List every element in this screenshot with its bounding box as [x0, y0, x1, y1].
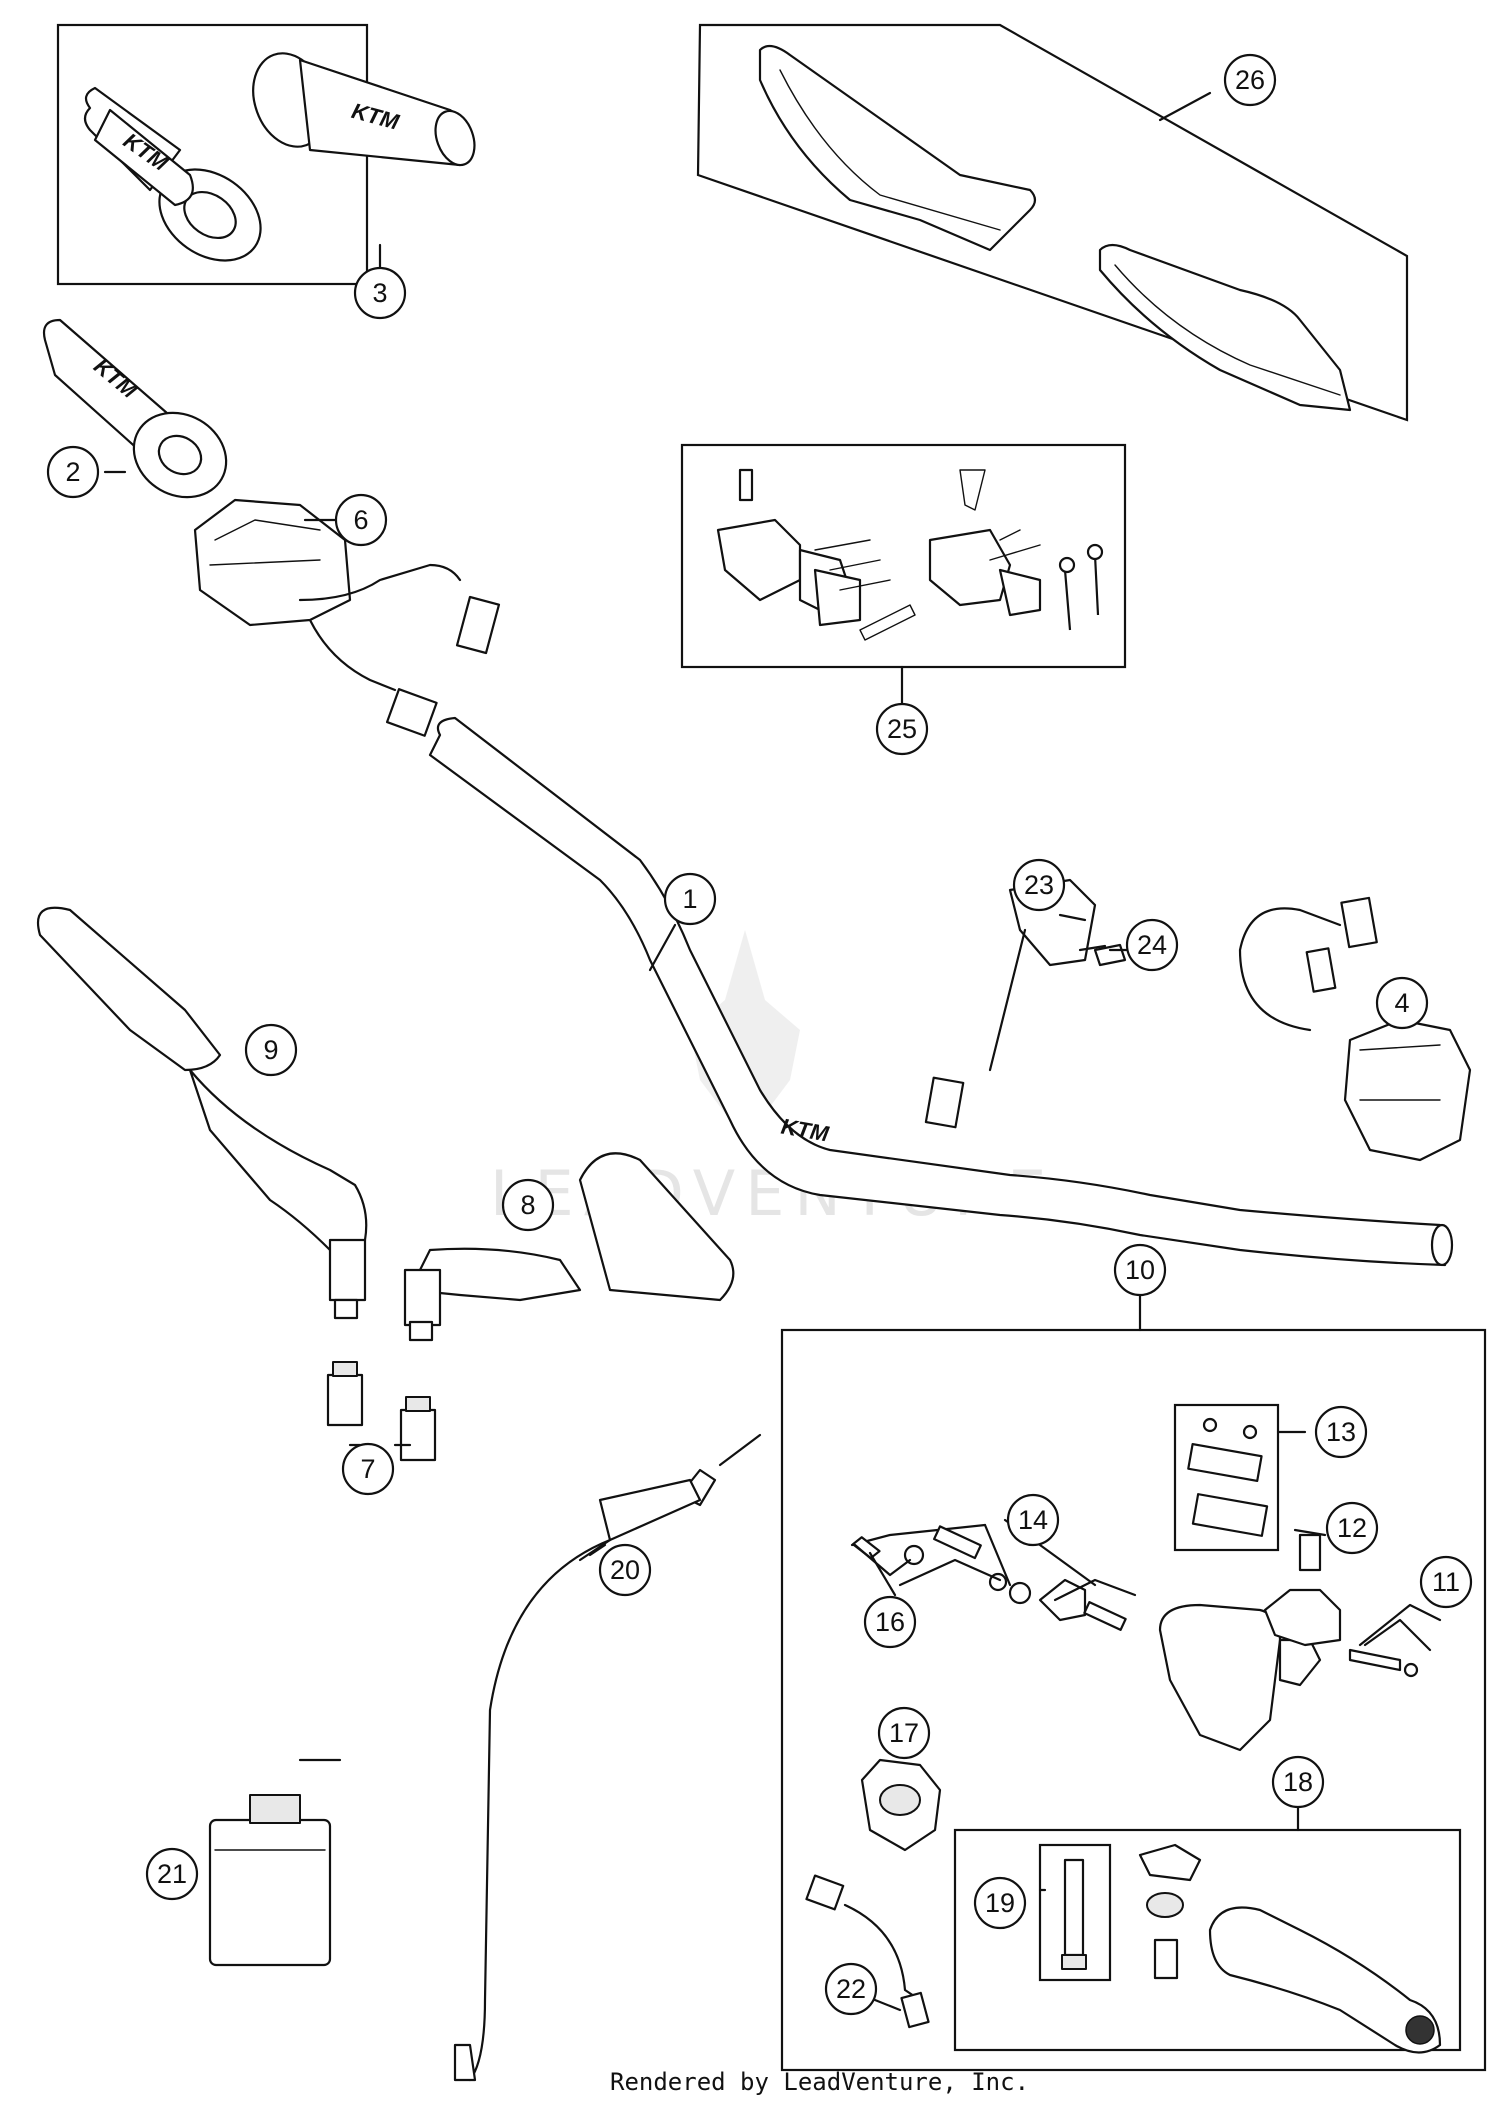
- callout-26: 26: [1223, 53, 1277, 107]
- svg-text:24: 24: [1137, 930, 1167, 960]
- svg-text:22: 22: [836, 1974, 866, 2004]
- clamp-kit-box: [680, 443, 1127, 669]
- callout-20: 20: [598, 1543, 652, 1597]
- left-switch-drawing: [193, 498, 501, 737]
- oil-container-drawing: [208, 1794, 332, 1967]
- mirror-left-drawing: [36, 906, 368, 1320]
- clutch-line-drawing: [453, 1433, 762, 2082]
- lever-drawing: [1061, 1843, 1442, 2054]
- callout-13: 13: [1314, 1405, 1368, 1459]
- svg-text:1: 1: [682, 884, 697, 914]
- svg-text:9: 9: [263, 1035, 278, 1065]
- callout-7: 7: [341, 1442, 395, 1496]
- reservoir-cover-drawing: [1187, 1417, 1269, 1537]
- svg-text:11: 11: [1432, 1567, 1460, 1597]
- svg-text:10: 10: [1125, 1255, 1155, 1285]
- callout-14: 14: [1006, 1493, 1060, 1547]
- callout-1: 1: [663, 872, 717, 926]
- spacer-drawing: [326, 1361, 437, 1462]
- callout-12: 12: [1325, 1501, 1379, 1555]
- leader-lines: [298, 913, 1442, 2012]
- svg-text:21: 21: [157, 1859, 187, 1889]
- svg-text:13: 13: [1326, 1417, 1356, 1447]
- master-cylinder-drawing: [850, 1523, 1432, 1752]
- svg-text:16: 16: [875, 1607, 905, 1637]
- callout-9: 9: [244, 1023, 298, 1077]
- callout-18: 18: [1271, 1755, 1325, 1809]
- grip-set-drawing: KTM KTM: [83, 52, 476, 262]
- callout-16: 16: [863, 1595, 917, 1649]
- callout-24: 24: [1125, 918, 1179, 972]
- callout-4: 4: [1375, 976, 1429, 1030]
- right-switch-drawing: [1238, 896, 1472, 1162]
- svg-text:14: 14: [1018, 1505, 1048, 1535]
- svg-text:8: 8: [520, 1190, 535, 1220]
- svg-text:25: 25: [887, 714, 917, 744]
- svg-text:12: 12: [1337, 1513, 1367, 1543]
- reservoir-cover-box: [1173, 1403, 1280, 1552]
- callout-8: 8: [501, 1178, 555, 1232]
- mirror-right-drawing: [403, 1152, 735, 1342]
- svg-text:6: 6: [353, 505, 368, 535]
- render-credit: Rendered by LeadVenture, Inc.: [610, 2068, 1029, 2096]
- hand-guard-box: [696, 23, 1409, 422]
- svg-text:7: 7: [360, 1454, 375, 1484]
- svg-text:23: 23: [1024, 870, 1054, 900]
- callout-23: 23: [1012, 858, 1066, 912]
- callout-10: 10: [1113, 1243, 1167, 1297]
- callout-19: 19: [973, 1876, 1027, 1930]
- hand-guard-drawing: [758, 44, 1352, 412]
- callout-25: 25: [875, 702, 929, 756]
- svg-text:3: 3: [372, 278, 387, 308]
- clamp-kit-drawing: [716, 468, 1104, 641]
- svg-text:4: 4: [1394, 988, 1409, 1018]
- callout-17: 17: [877, 1706, 931, 1760]
- throttle-sensor-drawing: [924, 878, 1127, 1129]
- sensor-cable-drawing: [805, 1874, 930, 2029]
- callout-2: 2: [46, 445, 100, 499]
- clamp-17-drawing: [860, 1758, 942, 1852]
- callout-21: 21: [145, 1847, 199, 1901]
- svg-text:19: 19: [985, 1888, 1015, 1918]
- svg-text:18: 18: [1283, 1767, 1313, 1797]
- callout-22: 22: [824, 1962, 878, 2016]
- callout-11: 11: [1419, 1555, 1473, 1609]
- svg-text:17: 17: [889, 1718, 919, 1748]
- callout-6: 6: [334, 493, 388, 547]
- callout-3: 3: [353, 266, 407, 320]
- svg-text:26: 26: [1235, 65, 1265, 95]
- master-cylinder-box: [780, 1328, 1487, 2072]
- svg-text:20: 20: [610, 1555, 640, 1585]
- lever-box: [953, 1828, 1462, 2052]
- pin-box: [1038, 1843, 1112, 1982]
- svg-text:2: 2: [65, 457, 80, 487]
